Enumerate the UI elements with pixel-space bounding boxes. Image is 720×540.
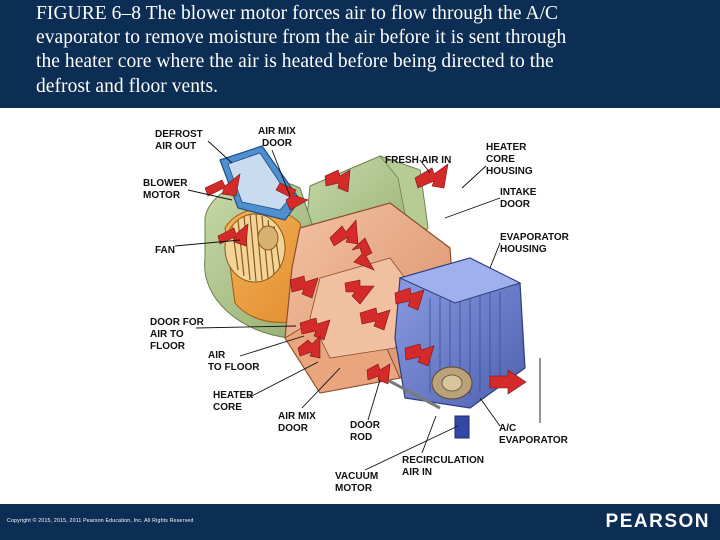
label-door-rod: DOOR — [350, 420, 381, 431]
label-intake-door: DOOR — [500, 199, 531, 210]
label-air-mix-door-top: AIR MIX — [258, 126, 296, 137]
label-door-rod: ROD — [350, 432, 372, 443]
caption-line: the heater core where the air is heated … — [36, 50, 706, 74]
label-fresh-air-in: FRESH AIR IN — [385, 155, 451, 166]
label-door-for-air-to-floor: DOOR FOR — [150, 317, 205, 328]
label-air-mix-door-top: DOOR — [262, 138, 293, 149]
figure-caption: FIGURE 6–8 The blower motor forces air t… — [36, 2, 706, 99]
label-defrost-air-out: AIR OUT — [155, 141, 196, 152]
arrow — [415, 164, 448, 188]
label-heater-core-housing: HEATER — [486, 142, 527, 153]
label-vacuum-motor: MOTOR — [335, 483, 373, 494]
label-evaporator-housing: EVAPORATOR — [500, 232, 570, 243]
caption-banner: FIGURE 6–8 The blower motor forces air t… — [0, 0, 720, 108]
hvac-illustration: DEFROST AIR OUT AIR MIX DOOR BLOWER MOTO… — [0, 108, 720, 504]
label-heater-core: HEATER — [213, 390, 254, 401]
pearson-logo: PEARSON — [606, 511, 710, 533]
footer-bar: Copyright © 2015, 2015, 2011 Pearson Edu… — [0, 504, 720, 540]
label-air-to-floor: AIR — [208, 350, 226, 361]
label-fan: FAN — [155, 245, 175, 256]
label-evaporator-housing: HOUSING — [500, 244, 547, 255]
label-heater-core-housing: HOUSING — [486, 166, 533, 177]
hvac-blower-diagram: DEFROST AIR OUT AIR MIX DOOR BLOWER MOTO… — [0, 108, 720, 504]
label-defrost-air-out: DEFROST — [155, 129, 203, 140]
label-ac-evaporator: EVAPORATOR — [499, 435, 569, 446]
caption-line: evaporator to remove moisture from the a… — [36, 26, 706, 50]
label-air-to-floor: TO FLOOR — [208, 362, 260, 373]
label-heater-core: CORE — [213, 402, 242, 413]
caption-line: defrost and floor vents. — [36, 75, 706, 99]
label-air-mix-door-bottom: DOOR — [278, 423, 309, 434]
label-blower-motor: MOTOR — [143, 190, 181, 201]
fan-icon — [225, 214, 285, 282]
label-vacuum-motor: VACUUM — [335, 471, 378, 482]
label-door-for-air-to-floor: FLOOR — [150, 341, 186, 352]
caption-line: FIGURE 6–8 The blower motor forces air t… — [36, 2, 706, 26]
label-heater-core-housing: CORE — [486, 154, 515, 165]
label-door-for-air-to-floor: AIR TO — [150, 329, 184, 340]
label-recirculation-air-in: AIR IN — [402, 467, 432, 478]
label-air-mix-door-bottom: AIR MIX — [278, 411, 316, 422]
label-blower-motor: BLOWER — [143, 178, 188, 189]
label-recirculation-air-in: RECIRCULATION — [402, 455, 484, 466]
label-intake-door: INTAKE — [500, 187, 537, 198]
label-ac-evaporator: A/C — [499, 423, 516, 434]
copyright-notice: Copyright © 2015, 2015, 2011 Pearson Edu… — [7, 518, 194, 524]
